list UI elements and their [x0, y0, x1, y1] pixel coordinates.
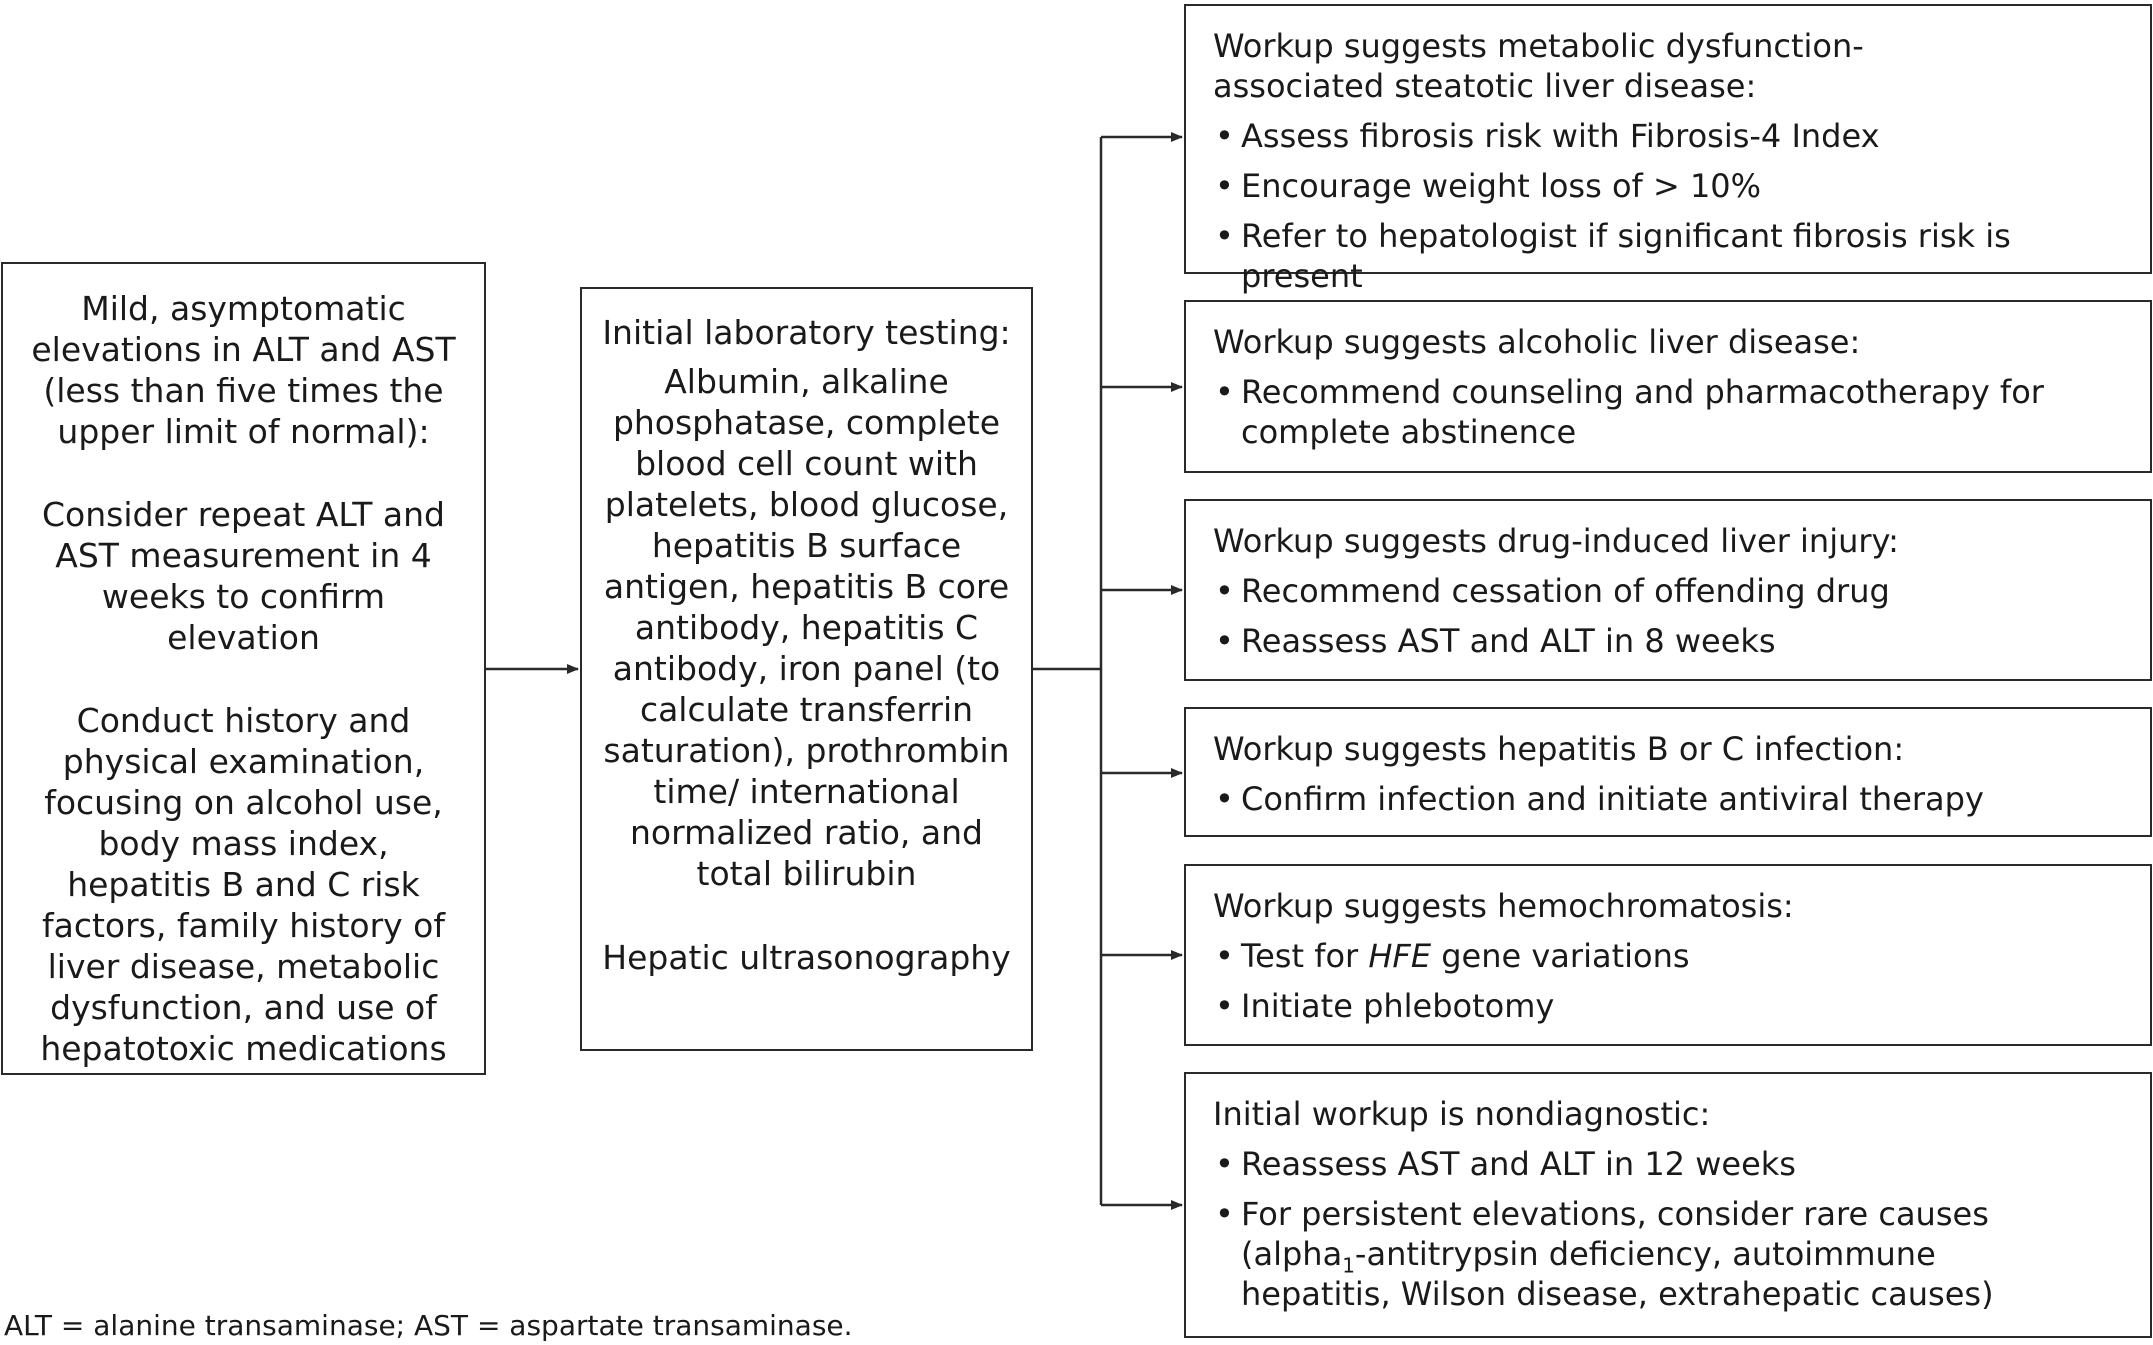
bullet-icon: •	[1215, 937, 1234, 975]
outcome-heading: Workup suggests drug-induced liver injur…	[1213, 522, 1899, 560]
lab-testing-heading: Initial laboratory testing:	[602, 313, 1011, 352]
list-item: •For persistent elevations, consider rar…	[1215, 1195, 1994, 1313]
bullet-icon: •	[1215, 117, 1234, 155]
outcome-heading: Workup suggests alcoholic liver disease:	[1213, 323, 1861, 361]
laboratory-testing-box: Initial laboratory testing: Albumin, alk…	[580, 287, 1033, 1051]
outcome-heading: Initial workup is nondiagnostic:	[1213, 1095, 1711, 1133]
lab-tests-list: Albumin, alkaline phosphatase, complete …	[603, 362, 1010, 893]
bullet-icon: •	[1215, 167, 1234, 205]
subscript-one: 1	[1342, 1253, 1355, 1278]
list-item: •Recommend cessation of offending drug	[1215, 572, 1890, 610]
bullet-icon: •	[1215, 1195, 1234, 1233]
outcome-nondiagnostic-box: Initial workup is nondiagnostic: •Reasse…	[1184, 1072, 2152, 1338]
abbreviations-footnote: ALT = alanine transaminase; AST = aspart…	[4, 1309, 853, 1342]
list-item: •Initiate phlebotomy	[1215, 987, 1555, 1025]
bullet-icon: •	[1215, 572, 1234, 610]
list-item: •Reassess AST and ALT in 12 weeks	[1215, 1145, 1796, 1183]
outcome-heading: Workup suggests hemochromatosis:	[1213, 887, 1794, 925]
list-item: •Assess fibrosis risk with Fibrosis-4 In…	[1215, 117, 1880, 155]
list-item: •Test for HFE gene variations	[1215, 937, 1690, 975]
outcome-drug-box: Workup suggests drug-induced liver injur…	[1184, 499, 2152, 681]
bullet-icon: •	[1215, 373, 1234, 411]
outcome-heading: Workup suggests metabolic dysfunction-as…	[1213, 27, 1864, 105]
outcome-hemochromatosis-box: Workup suggests hemochromatosis: •Test f…	[1184, 864, 2152, 1046]
initial-presentation-box: Mild, asymptomatic elevations in ALT and…	[1, 262, 486, 1075]
list-item: •Confirm infection and initiate antivira…	[1215, 780, 1984, 818]
list-item: •Recommend counseling and pharmacotherap…	[1215, 373, 2044, 451]
outcome-alcoholic-box: Workup suggests alcoholic liver disease:…	[1184, 300, 2152, 473]
history-exam-text: Conduct history and physical examination…	[40, 701, 447, 1068]
bullet-icon: •	[1215, 1145, 1234, 1183]
list-item: •Reassess AST and ALT in 8 weeks	[1215, 622, 1776, 660]
repeat-measurement-text: Consider repeat ALT and AST measurement …	[41, 495, 445, 657]
presentation-text: Mild, asymptomatic elevations in ALT and…	[31, 289, 456, 451]
outcome-hepatitis-box: Workup suggests hepatitis B or C infecti…	[1184, 707, 2152, 837]
list-item: •Encourage weight loss of > 10%	[1215, 167, 1762, 205]
bullet-icon: •	[1215, 217, 1234, 255]
bullet-icon: •	[1215, 987, 1234, 1025]
imaging-text: Hepatic ultrasonography	[602, 938, 1011, 977]
gene-name: HFE	[1368, 937, 1432, 975]
outcome-masld-box: Workup suggests metabolic dysfunction-as…	[1184, 4, 2152, 295]
bullet-icon: •	[1215, 622, 1234, 660]
list-item: •Refer to hepatologist if significant fi…	[1215, 217, 2011, 295]
bullet-icon: •	[1215, 780, 1234, 818]
outcome-heading: Workup suggests hepatitis B or C infecti…	[1213, 730, 1905, 768]
